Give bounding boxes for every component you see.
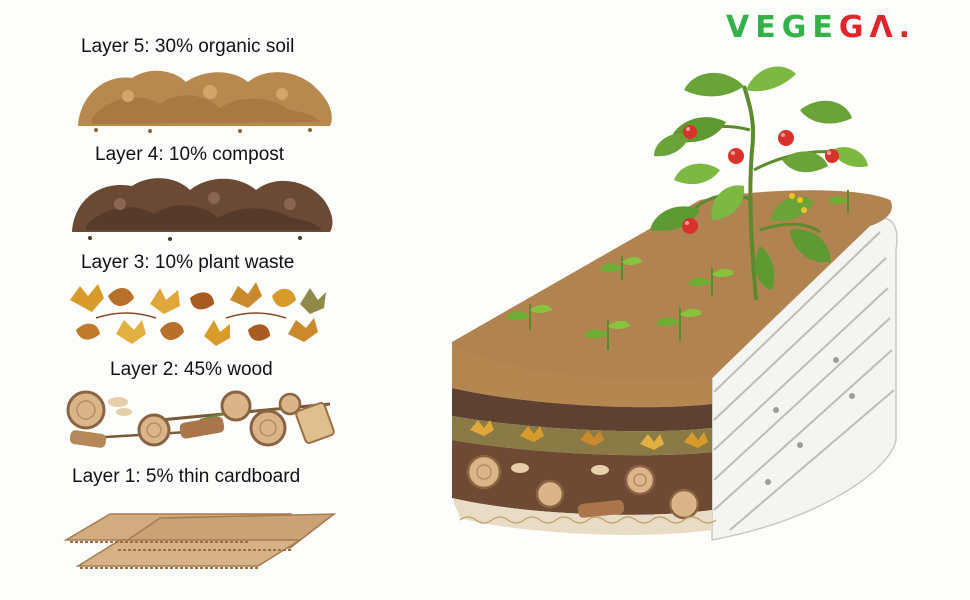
cardboard-sheets-icon [63,513,337,569]
raised-garden-bed-illustration [452,190,898,541]
layer-3-label: Layer 3: 10% plant waste [81,252,295,273]
layer-4-label: Layer 4: 10% compost [95,144,285,165]
organic-soil-pile-icon [78,70,332,133]
seedlings-icon [506,190,849,350]
vegega-logo: VEGEGΛ. [726,10,916,45]
wood-logs-icon [66,390,335,448]
layer-5-label: Layer 5: 30% organic soil [81,36,295,57]
layer-1-label: Layer 1: 5% thin cardboard [72,466,301,487]
logo-red-part: GΛ. [838,10,917,45]
logo-green-part: VEGE [726,10,839,45]
tomato-plant-icon [650,66,868,301]
compost-pile-icon [72,178,333,241]
section-organic-soil [452,346,712,408]
layer-2-label: Layer 2: 45% wood [110,359,273,380]
section-wood [452,440,712,515]
metal-side-panel [711,217,898,541]
plant-waste-leaves-icon [70,282,326,346]
section-compost [452,388,712,432]
soil-top-surface [452,190,892,383]
